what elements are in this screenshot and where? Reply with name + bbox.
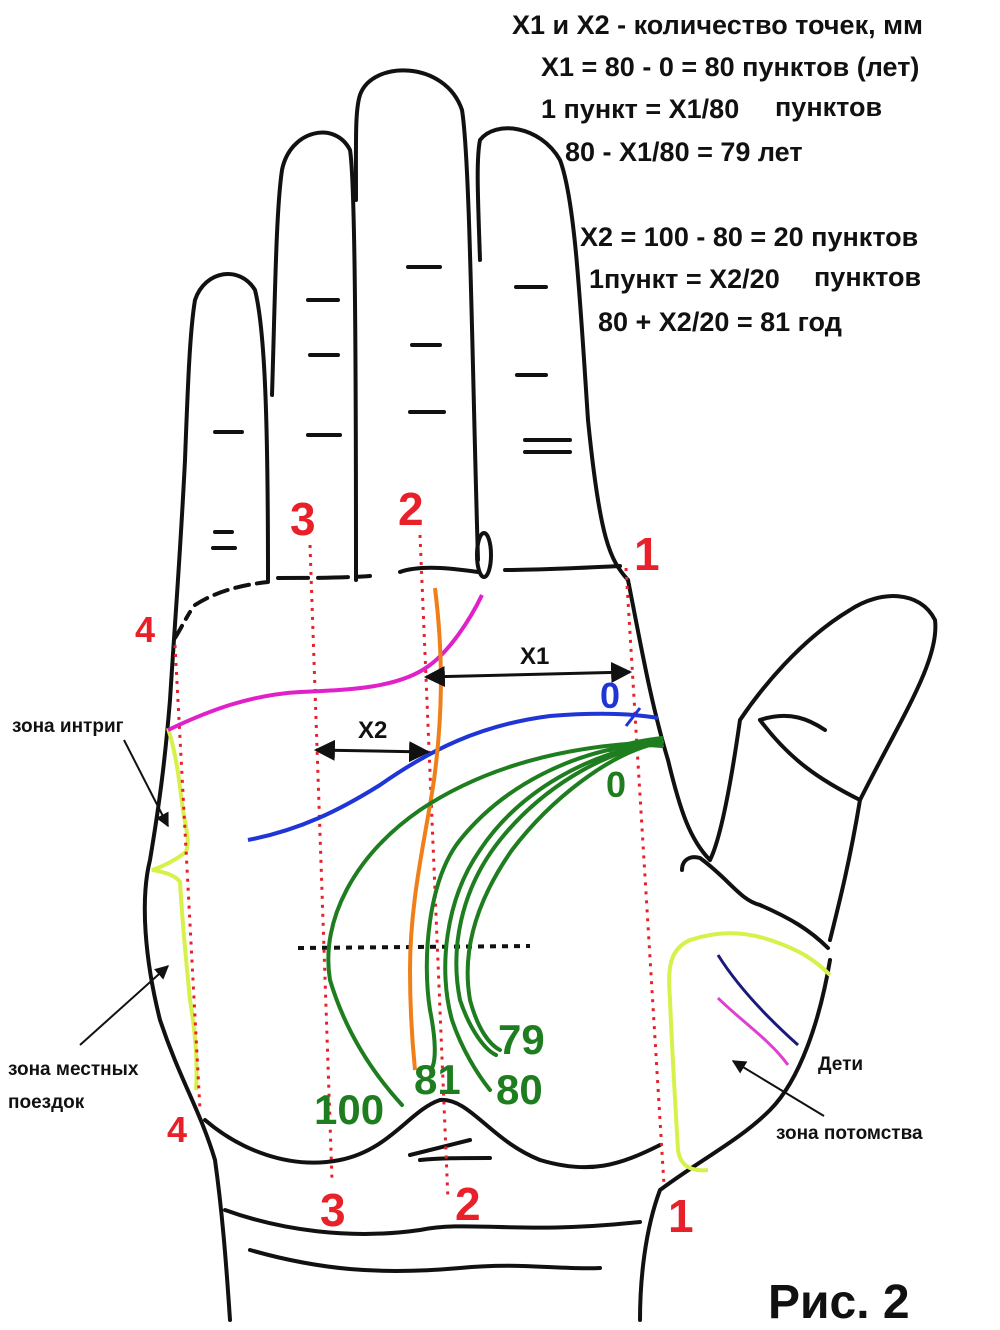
x1-arrow [423,661,633,688]
intrigue-arrow [123,739,169,828]
zero-green-label: 0 [606,764,626,805]
formula-line-3a: 1 пункт = X1/80 [541,94,739,124]
formula-line-3b: пунктов [775,92,882,122]
marker-bottom-3: 3 [320,1184,346,1236]
line-number-81: 81 [414,1056,461,1103]
formula-line-6a: 1пункт = X2/20 [589,264,780,294]
knuckle-line [173,531,622,640]
wrist-creases [203,1097,662,1273]
marker-top-2: 2 [398,483,424,535]
line-number-79: 79 [498,1016,545,1063]
children-line-navy [716,954,799,1047]
hand-outline [142,68,938,1322]
x1-label: X1 [520,643,549,670]
zone-trips-label-1: зона местных [8,1059,139,1080]
finger-creases [211,265,572,550]
line-number-100: 100 [314,1086,384,1133]
marker-top-3: 3 [290,493,316,545]
zone-offspring-outline [667,931,832,1173]
red-guidelines [173,534,666,1201]
marker-bottom-2: 2 [455,1178,481,1230]
zone-offspring-label: зона потомства [776,1123,923,1144]
life-lines [326,736,664,1107]
x2-label: X2 [358,717,387,744]
middle-dotted-line [297,944,531,950]
marker-top-4: 4 [135,609,155,650]
children-line-pink [716,996,790,1066]
head-line [247,711,659,842]
marker-bottom-1: 1 [668,1190,694,1242]
formula-line-5: X2 = 100 - 80 = 20 пунктов [580,222,918,252]
children-label: Дети [818,1054,863,1075]
heart-line [167,594,484,732]
zero-tick [624,707,642,727]
offspring-arrow [731,1060,825,1117]
formula-line-7: 80 + X2/20 = 81 год [598,307,842,337]
formula-line-4: 80 - X1/80 = 79 лет [565,137,803,167]
formula-line-6b: пунктов [814,262,921,292]
zero-blue-label: 0 [600,675,620,716]
green-line-numbers: 100 81 80 79 [314,1016,545,1133]
red-markers: 3 2 1 4 4 3 2 1 [135,483,694,1242]
trips-arrow [79,965,170,1046]
zone-intrigue-label: зона интриг [12,716,124,737]
x2-arrow [313,739,431,763]
zone-labels: зона интриг зона местных поездок Дети зо… [8,716,923,1144]
figure-caption: Рис. 2 [768,1276,910,1329]
formula-line-1: X1 и X2 - количество точек, мм [512,10,923,40]
marker-top-1: 1 [634,528,660,580]
line-number-80: 80 [496,1066,543,1113]
formula-line-2: X1 = 80 - 0 = 80 пунктов (лет) [541,52,919,82]
zone-intrigue-outline [151,727,199,1091]
marker-bottom-4: 4 [167,1109,187,1150]
zone-trips-label-2: поездок [8,1092,85,1113]
measurement-labels: X1 X2 0 0 [358,643,626,805]
formula-block: X1 и X2 - количество точек, мм X1 = 80 -… [512,10,923,337]
